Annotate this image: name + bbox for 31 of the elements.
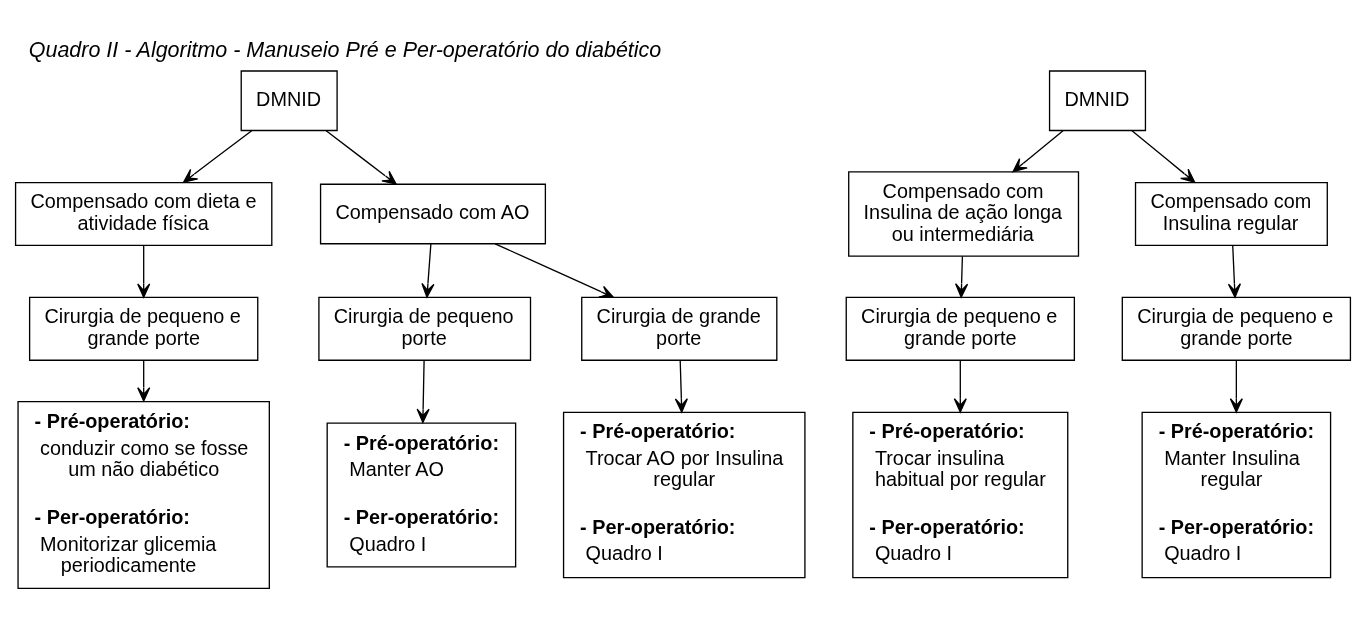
arrow <box>674 359 688 413</box>
node-box: Cirurgia de pequeno e grande porte <box>1121 296 1352 361</box>
node-box: - Pré-operatório: conduzir como se fosse um não diabético - Per-operatório: Monitorizar glicemia periodicamente <box>17 400 270 590</box>
arrow <box>1012 130 1064 173</box>
node-box: Cirurgia de grande porte <box>581 296 778 361</box>
arrow <box>953 359 967 413</box>
arrow <box>137 359 151 402</box>
node-box: Cirurgia de pequeno porte <box>318 296 532 361</box>
arrow <box>182 130 253 183</box>
node-box: Compensado com AO <box>319 183 547 245</box>
node-box: Compensado com Insulina regular <box>1134 181 1328 247</box>
arrow <box>325 130 397 185</box>
arrow <box>416 359 430 424</box>
arrow <box>137 244 151 298</box>
node-box: - Pré-operatório: Trocar AO por Insulina regular - Per-operatório: Quadro I <box>562 411 806 579</box>
arrow <box>1227 244 1242 298</box>
node-box: - Pré-operatório: Manter Insulina regular - Per-operatório: Quadro I <box>1141 411 1332 579</box>
arrow <box>1229 359 1243 413</box>
arrow <box>494 243 614 298</box>
arrow <box>955 255 969 298</box>
node-box: - Pré-operatório: Manter AO - Per-operatório: Quadro I <box>326 422 517 568</box>
arrow <box>1131 130 1196 183</box>
node-box: Cirurgia de pequeno e grande porte <box>28 296 259 361</box>
node-box: - Pré-operatório: Trocar insulina habitual por regular - Per-operatório: Quadro I <box>852 411 1069 579</box>
arrow <box>421 243 435 298</box>
node-box: Cirurgia de pequeno e grande porte <box>845 296 1075 361</box>
node-box: Compensado com dieta e atividade física <box>14 181 273 247</box>
diagram-title: Quadro II - Algoritmo - Manuseio Pré e Per-operatório do diabético <box>28 37 662 62</box>
node-box: DMNID <box>1048 70 1147 132</box>
node-box: DMNID <box>240 70 338 132</box>
node-box: Compensado com Insulina de ação longa ou intermediária <box>848 171 1080 257</box>
